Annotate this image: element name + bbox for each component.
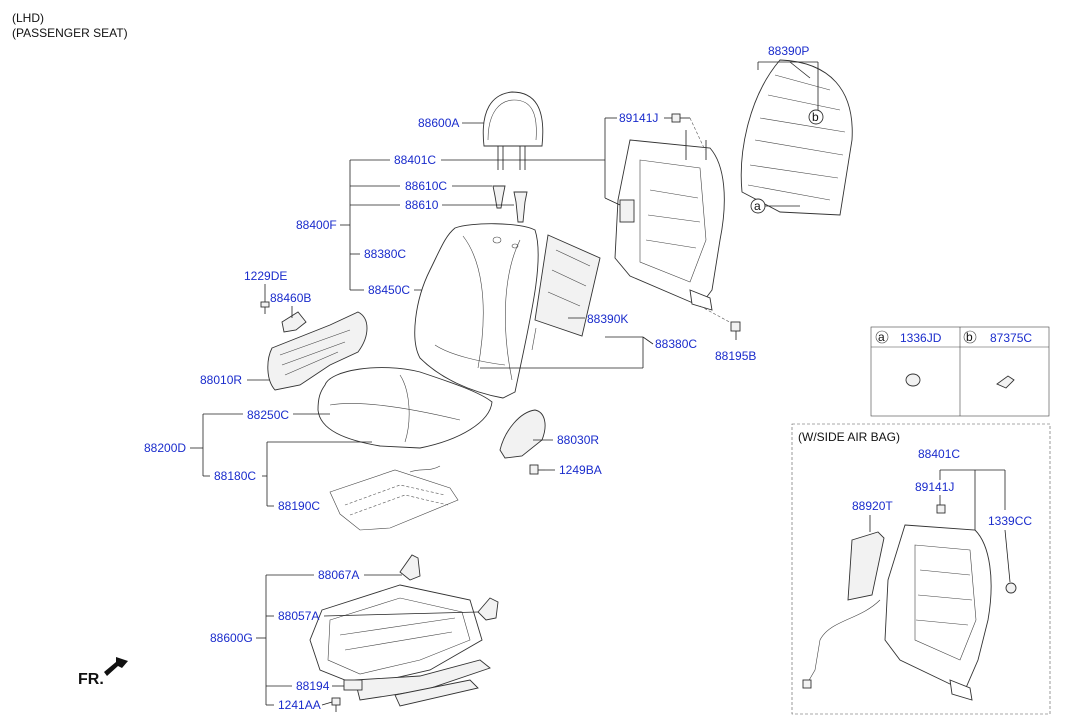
screw-1249BA xyxy=(529,464,545,475)
label-1241AA: 1241AA xyxy=(278,698,321,712)
label-1229DE: 1229DE xyxy=(244,269,287,283)
label-88460B: 88460B xyxy=(270,291,311,305)
screw-1229DE xyxy=(260,301,270,314)
header-lhd: (LHD) xyxy=(12,11,44,25)
label-88390P: 88390P xyxy=(768,44,809,58)
label-88600A: 88600A xyxy=(418,116,459,130)
label-88010R: 88010R xyxy=(200,373,242,387)
label-88400F: 88400F xyxy=(296,218,337,232)
back-board-part xyxy=(740,59,853,216)
label-88250C: 88250C xyxy=(247,408,289,422)
headrest-guide-parts xyxy=(492,185,528,223)
headrest-part xyxy=(482,91,544,170)
legend-letter-a: a xyxy=(878,330,885,344)
label-88610C: 88610C xyxy=(405,179,447,193)
legend-part-87375C: 87375C xyxy=(990,331,1032,345)
callout-b: b xyxy=(812,110,819,124)
label-89141J: 89141J xyxy=(619,111,658,125)
label-88380C-cover: 88380C xyxy=(364,247,406,261)
callout-b-marker xyxy=(808,109,824,125)
label-88200D: 88200D xyxy=(144,441,186,455)
label-88610: 88610 xyxy=(405,198,439,212)
label-88067A: 88067A xyxy=(318,568,359,582)
label-88180C: 88180C xyxy=(214,469,256,483)
side-airbag-box xyxy=(791,423,1051,715)
side-cover-part xyxy=(499,409,546,459)
label-88195B: 88195B xyxy=(715,349,756,363)
callout-a: a xyxy=(754,199,761,213)
legend-part-1336JD: 1336JD xyxy=(900,331,942,345)
legend-table xyxy=(870,326,1050,417)
bolt-88195B xyxy=(730,321,741,340)
label-88057A: 88057A xyxy=(278,609,319,623)
seat-cushion-part xyxy=(317,367,493,449)
header-passenger-seat: (PASSENGER SEAT) xyxy=(12,26,128,40)
label-88600G: 88600G xyxy=(210,631,253,645)
backrest-frame-part xyxy=(614,130,725,311)
seat-track-part xyxy=(309,554,499,707)
legend-letter-b: b xyxy=(966,330,973,344)
heater-mat-part xyxy=(329,465,459,531)
switch-88194 xyxy=(343,679,363,691)
label-88920T: 88920T xyxy=(852,499,893,513)
front-arrow-icon xyxy=(104,657,128,676)
airbag-box-title: (W/SIDE AIR BAG) xyxy=(798,430,900,444)
screw-1241AA xyxy=(331,697,341,712)
label-88380C-assy: 88380C xyxy=(655,337,697,351)
label-88450C: 88450C xyxy=(368,283,410,297)
label-88194: 88194 xyxy=(296,679,330,693)
label-88401C: 88401C xyxy=(394,153,436,167)
front-direction-label: FR. xyxy=(78,671,104,688)
backrest-cover-part xyxy=(414,223,539,399)
label-88390K: 88390K xyxy=(587,312,628,326)
label-1339CC: 1339CC xyxy=(988,514,1032,528)
label-88030R: 88030R xyxy=(557,433,599,447)
label-airbag-89141J: 89141J xyxy=(915,480,954,494)
bolt-89141J xyxy=(671,113,690,123)
airbag-module-part xyxy=(847,531,885,601)
label-1249BA: 1249BA xyxy=(559,463,602,477)
side-shield-part xyxy=(267,311,368,391)
airbag-frame-part xyxy=(802,504,1017,701)
label-88190C: 88190C xyxy=(278,499,320,513)
back-pad-part xyxy=(531,234,601,351)
label-airbag-88401C: 88401C xyxy=(918,447,960,461)
